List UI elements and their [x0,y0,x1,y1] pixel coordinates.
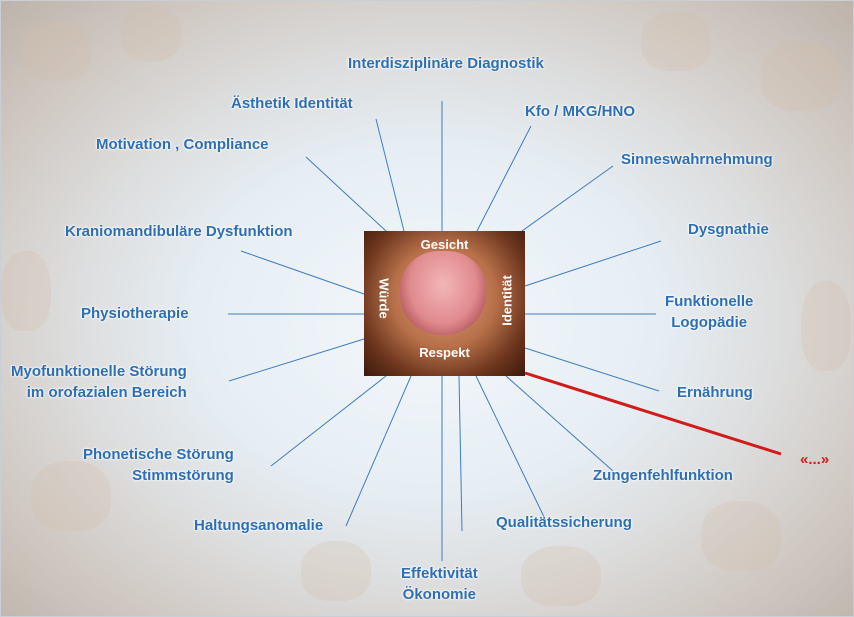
center-word-bottom: Respekt [364,345,525,360]
label-funktionelle: Funktionelle Logopädie [665,291,753,333]
connector-myo [229,339,364,381]
connector-motivation [306,157,386,231]
label-qualitaet: Qualitätssicherung [496,512,632,533]
connector-phonetisch [271,376,386,466]
connector-ernaehrung [525,348,659,391]
label-zungen: Zungenfehlfunktion [593,465,733,486]
connector-dysgnathie [525,241,661,286]
label-effektiv-line2: Ökonomie [401,584,478,605]
label-kfo: Kfo / MKG/HNO [525,101,635,122]
label-haltung: Haltungsanomalie [194,515,323,536]
connector-kfo [477,126,531,231]
connector-mid-lower [459,376,462,531]
center-word-right: Identität [500,271,515,331]
connector-qualitaet [476,376,546,521]
label-kranio: Kraniomandibuläre Dysfunktion [65,221,293,242]
connector-aesthetik [376,119,404,231]
label-funktionelle-line2: Logopädie [665,312,753,333]
label-funktionelle-line1: Funktionelle [665,291,753,312]
connector-zungen [506,376,613,471]
label-aesthetik: Ästhetik Identität [231,93,353,114]
center-word-top: Gesicht [364,237,525,252]
label-myo-line2: im orofazialen Bereich [11,382,187,403]
label-myo: Myofunktionelle Störung im orofazialen B… [11,361,187,403]
label-dysgnathie: Dysgnathie [688,219,769,240]
label-ernaehrung: Ernährung [677,382,753,403]
label-myo-line1: Myofunktionelle Störung [11,361,187,382]
label-effektiv-line1: Effektivität [401,563,478,584]
center-word-left: Würde [377,273,392,325]
label-phonetisch: Phonetische Störung Stimmstörung [83,444,234,486]
connector-kranio [241,251,364,294]
label-sinnes: Sinneswahrnehmung [621,149,773,170]
tongue-image [400,251,486,335]
label-motivation: Motivation , Compliance [96,134,269,155]
label-effektiv: Effektivität Ökonomie [401,563,478,605]
label-phonetisch-line1: Phonetische Störung [83,444,234,465]
label-phonetisch-line2: Stimmstörung [83,465,234,486]
label-physio: Physiotherapie [81,303,189,324]
label-etc: «...» [800,451,829,468]
connector-haltung [346,376,411,526]
label-interdisziplinaer: Interdisziplinäre Diagnostik [348,53,544,74]
center-photo: Gesicht Respekt Würde Identität [364,231,525,376]
